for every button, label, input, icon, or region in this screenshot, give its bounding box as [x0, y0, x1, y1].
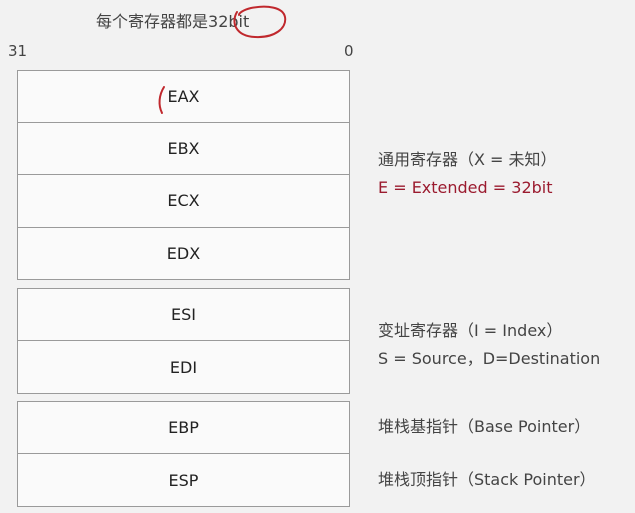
general-register-title: 通用寄存器（X = 未知） [378, 150, 557, 169]
register-edx: EDX [166, 244, 201, 264]
handwritten-circle-annotation [233, 5, 287, 39]
index-register-note: 变址寄存器（I = Index） S = Source，D=Destinatio… [378, 317, 600, 373]
register-ecx: ECX [18, 175, 349, 228]
diagram-title: 每个寄存器都是32bit [96, 8, 249, 32]
ebp-note: 堆栈基指针（Base Pointer） [378, 417, 591, 436]
register-ebp: EBP [18, 402, 349, 455]
title-highlight: 32bit [208, 12, 250, 31]
handwritten-mark-annotation [158, 86, 165, 114]
bit-31-label: 31 [8, 42, 28, 60]
general-register-note: 通用寄存器（X = 未知） E = Extended = 32bit [378, 146, 557, 202]
general-register-detail: E = Extended = 32bit [378, 178, 553, 197]
stack-register-group: EBP ESP [17, 401, 350, 507]
register-esp: ESP [168, 470, 199, 490]
index-register-detail: S = Source，D=Destination [378, 349, 601, 368]
esp-note: 堆栈顶指针（Stack Pointer） [378, 470, 596, 489]
index-register-group: ESI EDI [17, 288, 350, 394]
general-register-group: EAX EBX ECX EDX [17, 70, 350, 280]
register-esi: ESI [18, 289, 349, 342]
register-eax: EAX [18, 71, 349, 124]
index-register-title: 变址寄存器（I = Index） [378, 321, 563, 340]
register-edi: EDI [169, 357, 198, 377]
register-ebx: EBX [18, 123, 349, 176]
bit-0-label: 0 [344, 42, 354, 60]
title-prefix: 每个寄存器都是 [96, 12, 209, 31]
